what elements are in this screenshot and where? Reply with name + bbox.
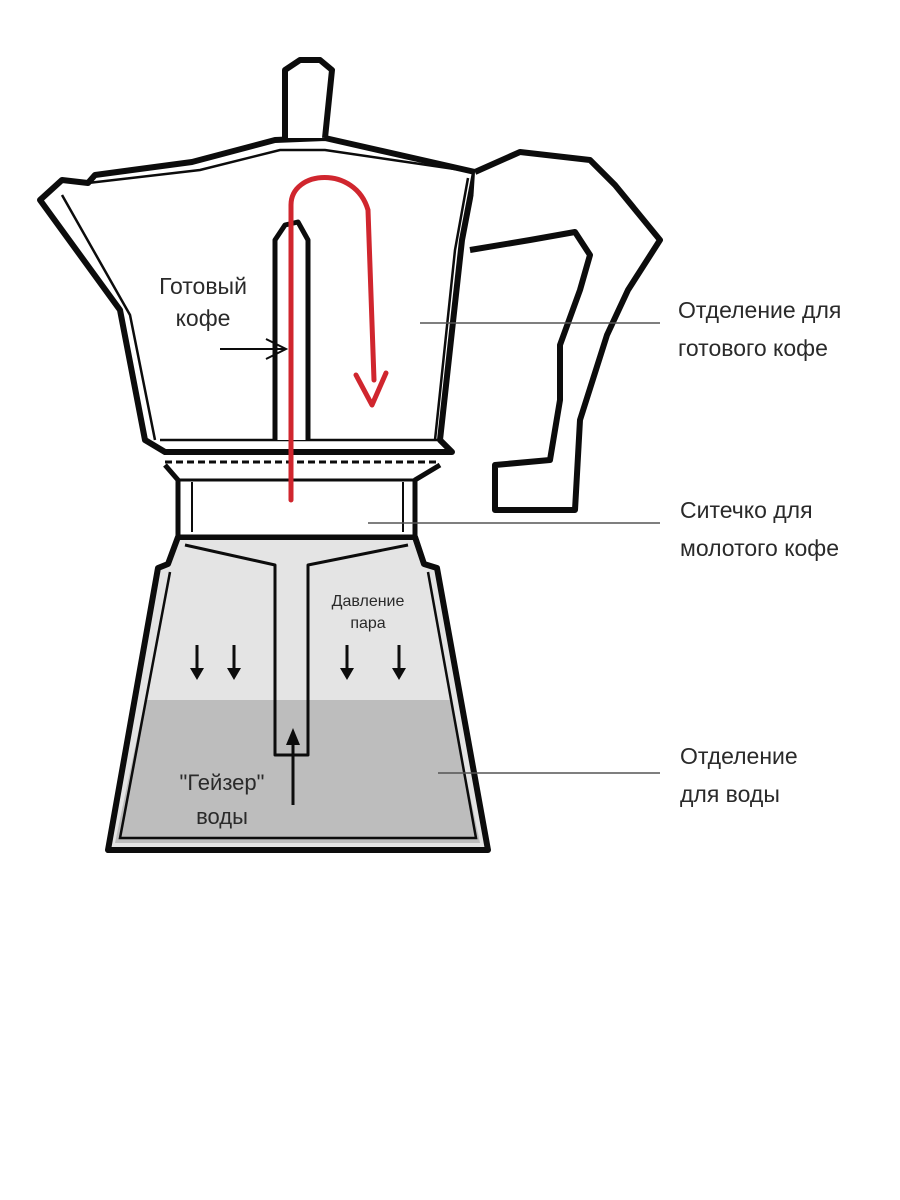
label-filter-2: молотого кофе [680, 535, 839, 561]
geyser-up-arrow-icon [286, 728, 300, 805]
down-arrow-icon [392, 645, 406, 680]
upper-chamber-inner-left [60, 194, 157, 441]
label-geyser-1: "Гейзер" [180, 770, 265, 795]
label-chamber-ready-1: Отделение для [678, 297, 841, 323]
label-ready-coffee-1: Готовый [159, 273, 247, 299]
label-geyser-2: воды [196, 804, 248, 829]
down-arrow-icon [340, 645, 354, 680]
label-water-chamber-1: Отделение [680, 743, 798, 769]
lid-inner-line [87, 148, 476, 185]
label-chamber-ready-2: готового кофе [678, 335, 828, 361]
label-water-chamber-2: для воды [680, 781, 780, 807]
down-arrow-icon [190, 645, 204, 680]
filter-basket [163, 460, 442, 540]
label-steam-pressure-2: пара [350, 615, 385, 632]
ready-coffee-pointer [220, 338, 289, 360]
water-chamber-inner-wall [118, 571, 478, 840]
coffee-flow-arrow [288, 175, 377, 503]
label-ready-coffee-2: кофе [176, 305, 231, 331]
water-chamber [105, 534, 491, 853]
label-filter-1: Ситечко для [680, 497, 813, 523]
steam-pressure-arrows [190, 645, 406, 680]
water-level [115, 700, 480, 843]
upper-chamber [37, 57, 478, 455]
upper-chamber-inner-right [433, 177, 470, 441]
down-arrow-icon [227, 645, 241, 680]
coffee-flow-arrowhead [353, 370, 389, 408]
handle [469, 149, 663, 513]
lid-knob [282, 57, 335, 139]
filter-basket-body [163, 462, 442, 540]
upper-chamber-body [37, 135, 478, 455]
label-steam-pressure-1: Давление [332, 593, 405, 610]
